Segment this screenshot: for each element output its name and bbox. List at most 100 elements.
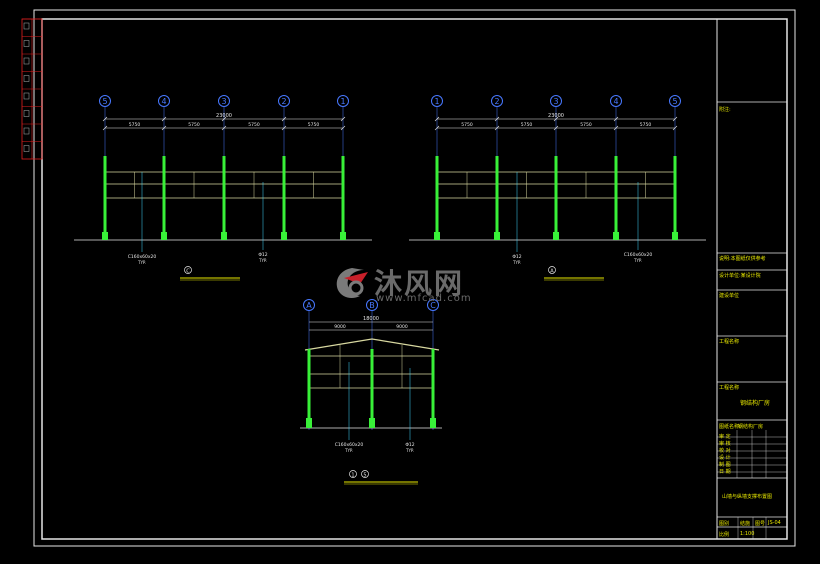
dimension-tick bbox=[281, 125, 287, 131]
dimension-tick bbox=[161, 125, 167, 131]
axis-label-2: 2 bbox=[494, 97, 499, 106]
tb-role-5: 日 期 bbox=[719, 469, 731, 475]
axis-label-C: C bbox=[430, 301, 436, 310]
tb-footer-5: 1:100 bbox=[740, 531, 755, 537]
axis-label-2: 2 bbox=[281, 97, 286, 106]
callout-left-typ: TYP. bbox=[512, 260, 521, 265]
axis-bubble-3 bbox=[550, 95, 562, 107]
binding-cell-mark bbox=[23, 40, 30, 47]
dimension-total: 18000 bbox=[363, 316, 379, 322]
tb-footer-0: 图别 bbox=[719, 521, 730, 527]
tb-role-3: 设 计 bbox=[719, 455, 731, 461]
column-base bbox=[430, 418, 436, 428]
dimension-tick bbox=[494, 125, 500, 131]
section-mark-label: 5 bbox=[363, 473, 366, 479]
steel-column bbox=[435, 156, 439, 240]
axis-bubble-5 bbox=[99, 95, 111, 107]
binding-cell-mark bbox=[23, 145, 30, 152]
binding-cell-mark bbox=[23, 127, 30, 135]
callout-right: Φ12 bbox=[405, 442, 414, 448]
column-base bbox=[281, 232, 287, 240]
binding-cell-mark bbox=[23, 110, 30, 117]
column-base bbox=[434, 232, 440, 240]
dimension-tick bbox=[553, 125, 559, 131]
tb-row3: 建设单位 bbox=[719, 293, 740, 299]
axis-bubble-3 bbox=[218, 95, 230, 107]
tb-footer-3: JS-04 bbox=[768, 520, 781, 526]
axis-label-3: 3 bbox=[221, 97, 226, 106]
callout-left-typ: TYP. bbox=[137, 260, 146, 265]
section-mark bbox=[548, 266, 556, 274]
dimension-span: 5750 bbox=[521, 122, 533, 128]
dimension-tick bbox=[553, 116, 559, 122]
gable-roof bbox=[304, 338, 440, 351]
dimension-tick bbox=[672, 116, 678, 122]
axis-bubble-C bbox=[427, 299, 439, 311]
dimension-total: 23000 bbox=[216, 113, 232, 119]
steel-column bbox=[103, 156, 107, 240]
section-mark-label: A bbox=[550, 269, 554, 275]
axis-label-5: 5 bbox=[102, 97, 107, 106]
dimension-tick bbox=[102, 125, 108, 131]
axis-bubble-4 bbox=[158, 95, 170, 107]
column-base bbox=[494, 232, 500, 240]
callout-right-typ: TYP. bbox=[258, 258, 267, 263]
column-base bbox=[369, 418, 375, 428]
axis-bubble-5 bbox=[669, 95, 681, 107]
dimension-tick bbox=[672, 125, 678, 131]
dimension-tick bbox=[340, 125, 346, 131]
dimension-tick bbox=[434, 116, 440, 122]
steel-column bbox=[431, 349, 435, 428]
callout-left: C160x60x20 bbox=[335, 442, 364, 448]
tb-drawing-title: 山墙与纵墙支撑布置图 bbox=[722, 494, 773, 500]
tb-role-4: 制 图 bbox=[719, 462, 731, 468]
dimension-tick bbox=[494, 116, 500, 122]
axis-bubble-1 bbox=[431, 95, 443, 107]
section-mark-label: 1 bbox=[351, 473, 354, 479]
steel-column bbox=[495, 156, 499, 240]
column-base bbox=[613, 232, 619, 240]
axis-bubble-B bbox=[366, 299, 378, 311]
binding-cell-mark bbox=[23, 92, 30, 100]
dimension-tick bbox=[221, 116, 227, 122]
dimension-tick bbox=[613, 125, 619, 131]
section-mark bbox=[349, 470, 357, 478]
tb-project-name: 钢结构厂房 bbox=[740, 400, 771, 407]
axis-bubble-2 bbox=[278, 95, 290, 107]
axis-label-1: 1 bbox=[434, 97, 439, 106]
dimension-span: 5750 bbox=[308, 122, 320, 128]
axis-label-4: 4 bbox=[613, 97, 618, 106]
axis-bubble-A bbox=[303, 299, 315, 311]
tb-footer-1: 结施 bbox=[740, 521, 751, 527]
section-mark bbox=[184, 266, 192, 274]
axis-label-3: 3 bbox=[553, 97, 558, 106]
column-base bbox=[340, 232, 346, 240]
watermark-title: 沐风网 bbox=[374, 267, 465, 300]
sheet-outer-border bbox=[33, 9, 796, 547]
steel-column bbox=[370, 349, 374, 428]
dimension-tick bbox=[434, 125, 440, 131]
column-base bbox=[553, 232, 559, 240]
tb-role-2: 校 对 bbox=[719, 448, 731, 454]
axis-label-1: 1 bbox=[340, 97, 345, 106]
dimension-span: 9000 bbox=[396, 324, 408, 330]
section-mark-label: C bbox=[186, 269, 190, 275]
binding-cell-mark bbox=[23, 22, 30, 30]
column-base bbox=[306, 418, 312, 428]
dimension-tick bbox=[102, 116, 108, 122]
steel-column bbox=[307, 349, 311, 428]
steel-column bbox=[673, 156, 677, 240]
axis-label-B: B bbox=[369, 301, 375, 310]
tb-notes: 附注: bbox=[719, 107, 731, 113]
dimension-span: 5750 bbox=[580, 122, 592, 128]
dimension-span: 5750 bbox=[129, 122, 141, 128]
sheet-inner-border bbox=[41, 18, 788, 540]
tb-footer-2: 图号 bbox=[755, 521, 766, 527]
tb-project-label: 工程名称 bbox=[719, 385, 740, 391]
steel-column bbox=[282, 156, 286, 240]
dimension-span: 9000 bbox=[334, 324, 346, 330]
column-base bbox=[102, 232, 108, 240]
section-mark bbox=[361, 470, 369, 478]
tb-drawing-name: 钢结构厂房 bbox=[738, 424, 764, 430]
